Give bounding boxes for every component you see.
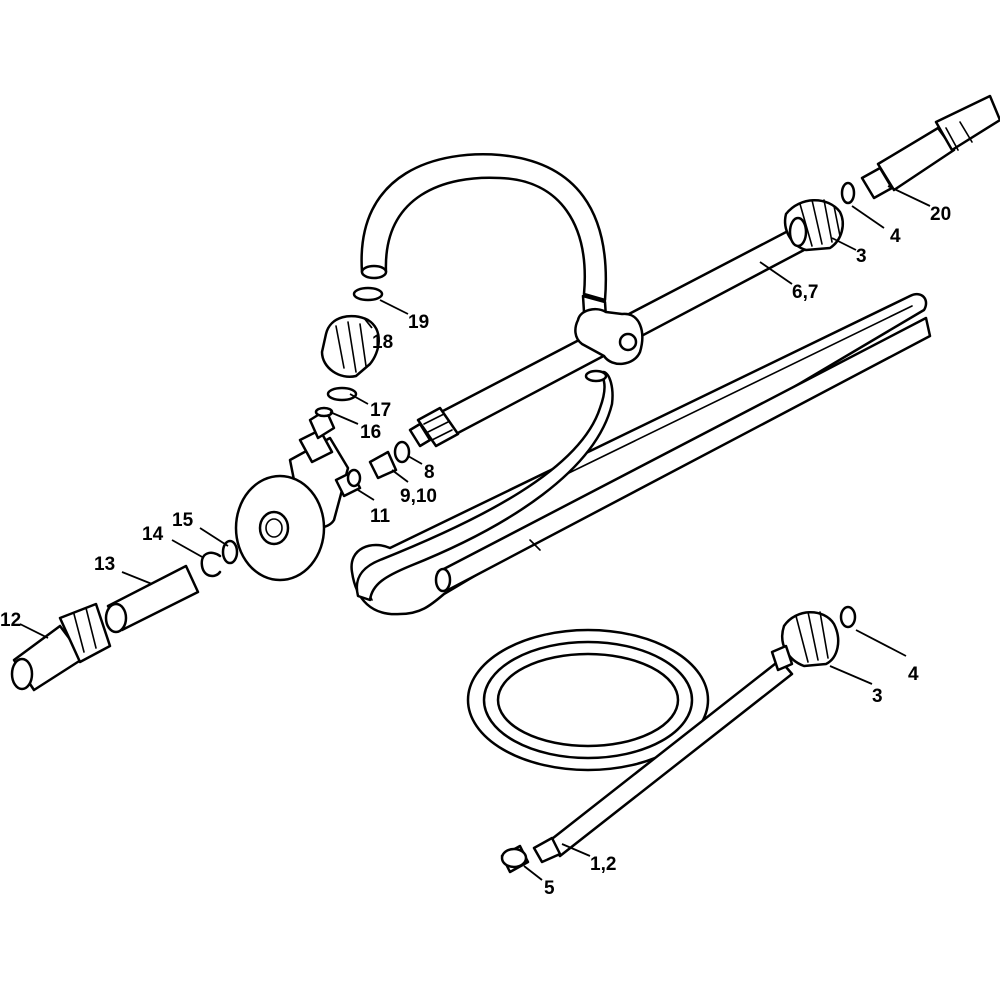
coiled-hose bbox=[466, 628, 794, 864]
callout-3-bottom: 3 bbox=[872, 686, 883, 707]
callout-16: 16 bbox=[360, 422, 381, 443]
nozzle-20 bbox=[860, 94, 1000, 200]
nozzle-12 bbox=[10, 602, 112, 692]
o-ring-17 bbox=[326, 386, 358, 402]
callout-17: 17 bbox=[370, 400, 391, 421]
o-ring-15 bbox=[221, 539, 239, 565]
callout-19: 19 bbox=[408, 312, 429, 333]
callout-9-10: 9,10 bbox=[400, 486, 437, 507]
callout-1-2: 1,2 bbox=[590, 854, 616, 875]
leader-lines bbox=[19, 185, 931, 881]
callout-20: 20 bbox=[930, 204, 951, 225]
washer-16 bbox=[314, 406, 334, 418]
o-ring-top bbox=[840, 181, 856, 205]
plug-5 bbox=[500, 844, 530, 874]
pin-11 bbox=[334, 468, 362, 498]
tube-13 bbox=[104, 564, 200, 634]
callout-8: 8 bbox=[424, 462, 435, 483]
o-ring-8 bbox=[393, 440, 411, 464]
callout-14: 14 bbox=[142, 524, 164, 545]
nipple-9-10 bbox=[368, 450, 398, 480]
knob-18 bbox=[320, 314, 380, 379]
hose-nut bbox=[770, 611, 840, 672]
callout-labels: 20 4 3 6,7 19 18 17 16 8 9,10 11 15 14 1… bbox=[0, 204, 951, 899]
callout-3-top: 3 bbox=[856, 246, 867, 267]
circlip-14 bbox=[200, 551, 222, 578]
callout-12: 12 bbox=[0, 610, 21, 631]
lance-nut bbox=[783, 199, 844, 252]
lance-clamp bbox=[574, 308, 644, 365]
o-ring-4b bbox=[839, 605, 857, 629]
callout-5: 5 bbox=[544, 878, 555, 899]
clip-19 bbox=[352, 286, 384, 302]
lower-hose-arc bbox=[355, 369, 614, 602]
callout-15: 15 bbox=[172, 510, 194, 531]
callout-13: 13 bbox=[94, 554, 115, 575]
callout-11: 11 bbox=[370, 506, 391, 527]
arch-hose bbox=[360, 153, 608, 320]
callout-4-top: 4 bbox=[890, 226, 901, 247]
valve-body bbox=[234, 408, 350, 582]
callout-6-7: 6,7 bbox=[792, 282, 818, 303]
callout-4-bottom: 4 bbox=[908, 664, 919, 685]
callout-18: 18 bbox=[372, 332, 393, 353]
